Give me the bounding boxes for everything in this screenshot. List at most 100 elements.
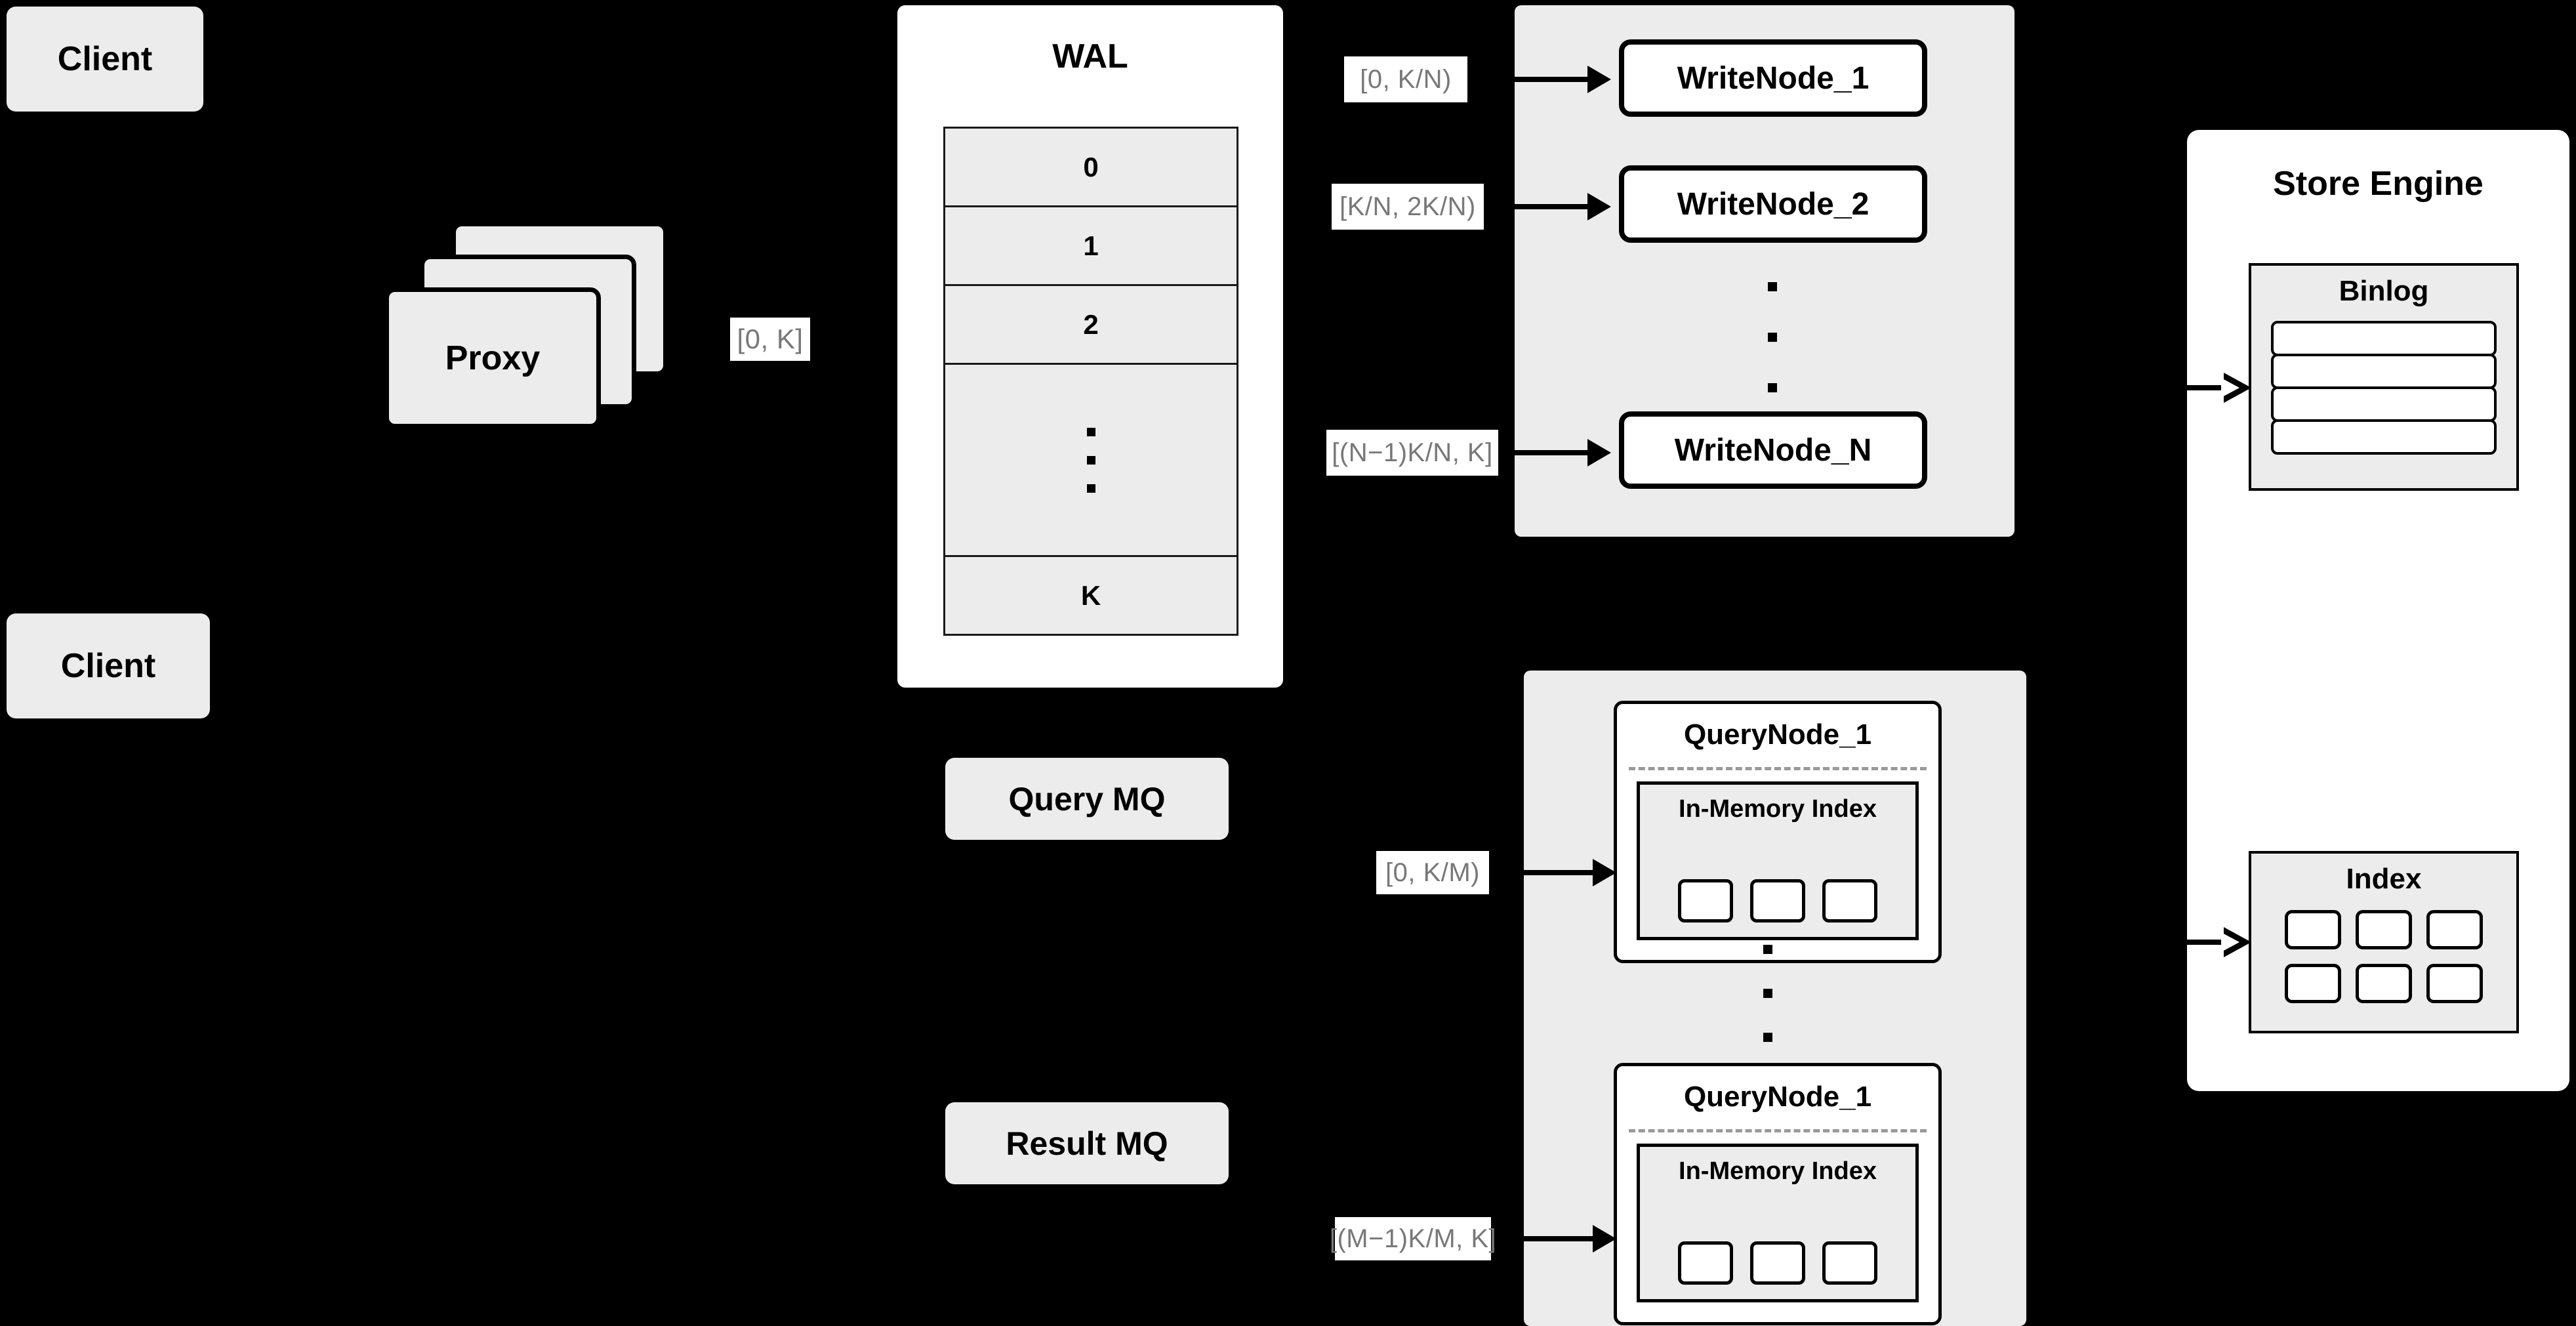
wal-row-label: K	[1080, 579, 1101, 611]
arrow-head-write-node-n	[1587, 439, 1611, 466]
query-node-m[interactable]: QueryNode_1 In-Memory Index	[1614, 1063, 1942, 1325]
binlog-title: Binlog	[2339, 275, 2429, 307]
query-node-m-inmemory-index: In-Memory Index	[1637, 1144, 1919, 1302]
wal-row[interactable]: 1	[945, 207, 1237, 286]
index-cell[interactable]	[2426, 964, 2483, 1003]
query-node-m-range-tag: [(M−1)K/M, K]	[1330, 1217, 1496, 1260]
ellipsis-dot	[1086, 484, 1095, 493]
wal-row-label: 0	[1083, 151, 1099, 182]
arrow-to-binlog	[2187, 385, 2232, 390]
binlog-row[interactable]	[2271, 419, 2497, 455]
write-node-2[interactable]: WriteNode_2	[1619, 165, 1927, 243]
arrow-to-write-node-1	[1515, 77, 1597, 82]
ellipsis-dot	[1768, 383, 1777, 392]
wal-row[interactable]: 2	[945, 286, 1237, 365]
write-node-1-range-label: [0, K/N)	[1360, 64, 1452, 94]
index-cell[interactable]	[2285, 964, 2341, 1003]
index-cell[interactable]	[2426, 910, 2483, 949]
proxy-node-label: Proxy	[445, 339, 541, 377]
arrow-head-query-node-m	[1593, 1225, 1616, 1253]
client-node-2[interactable]: Client	[7, 613, 210, 718]
index-cell[interactable]	[1750, 879, 1805, 922]
write-node-n-label: WriteNode_N	[1674, 432, 1872, 468]
ellipsis-dot	[1763, 945, 1772, 954]
client-node-1-label: Client	[57, 40, 153, 78]
binlog-row[interactable]	[2271, 354, 2497, 389]
query-node-1-index-cells	[1640, 879, 1915, 922]
write-node-2-range-tag: [K/N, 2K/N)	[1332, 184, 1484, 230]
query-node-1-title: QueryNode_1	[1683, 718, 1872, 751]
query-node-1-range-label: [0, K/M)	[1385, 858, 1481, 887]
index-cell[interactable]	[1678, 879, 1733, 922]
index-cell[interactable]	[2356, 910, 2412, 949]
arrow-to-write-node-2	[1515, 204, 1597, 209]
ellipsis-dot	[1763, 989, 1772, 998]
ellipsis-dot	[1086, 427, 1095, 436]
arrow-head-write-node-2	[1587, 193, 1611, 220]
arrow-to-write-node-n	[1515, 450, 1597, 455]
query-node-1-range-tag: [0, K/M)	[1376, 851, 1489, 894]
index-cell[interactable]	[2285, 910, 2341, 949]
query-node-m-index-cells	[1640, 1241, 1915, 1285]
index-cell[interactable]	[1822, 1241, 1877, 1285]
wal-entry-table: 0 1 2 K	[943, 127, 1238, 636]
wal-row-label: 1	[1083, 230, 1099, 261]
write-node-2-range-label: [K/N, 2K/N)	[1339, 192, 1476, 221]
query-node-cluster-ellipsis	[1763, 945, 1772, 1042]
write-node-1[interactable]: WriteNode_1	[1619, 39, 1927, 117]
client-node-1[interactable]: Client	[7, 7, 203, 112]
write-node-n-range-label: [(N−1)K/N, K]	[1332, 438, 1493, 467]
wal-row-ellipsis	[945, 365, 1237, 557]
binlog-row[interactable]	[2271, 386, 2497, 422]
wal-row-label: 2	[1083, 308, 1099, 340]
result-mq-label: Result MQ	[1006, 1125, 1168, 1162]
query-node-m-title: QueryNode_1	[1683, 1081, 1872, 1113]
write-node-1-label: WriteNode_1	[1677, 60, 1870, 96]
query-mq-label: Query MQ	[1008, 780, 1166, 818]
proxy-node[interactable]: Proxy	[384, 287, 601, 428]
wal-row[interactable]: 0	[945, 129, 1237, 207]
proxy-range-tag-label: [0, K]	[737, 323, 804, 354]
wal-row[interactable]: K	[945, 557, 1237, 634]
ellipsis-dot	[1086, 455, 1095, 465]
index-cell[interactable]	[2356, 964, 2412, 1003]
index-cell[interactable]	[1678, 1241, 1733, 1285]
write-node-n-range-tag: [(N−1)K/N, K]	[1326, 430, 1498, 476]
query-node-1-inmemory-index: In-Memory Index	[1637, 781, 1919, 940]
binlog-row[interactable]	[2271, 321, 2497, 356]
query-mq-node[interactable]: Query MQ	[945, 758, 1229, 840]
index-box: Index	[2249, 851, 2519, 1033]
arrow-to-index	[2187, 940, 2232, 945]
write-node-2-label: WriteNode_2	[1677, 186, 1870, 222]
query-node-m-divider	[1629, 1129, 1927, 1132]
arrow-head-write-node-1	[1587, 66, 1611, 93]
result-mq-node[interactable]: Result MQ	[945, 1102, 1229, 1184]
index-cell[interactable]	[1822, 879, 1877, 922]
write-node-cluster-ellipsis	[1768, 282, 1777, 392]
query-node-m-inmemory-index-title: In-Memory Index	[1679, 1157, 1877, 1185]
query-node-1[interactable]: QueryNode_1 In-Memory Index	[1614, 701, 1942, 963]
ellipsis-dot	[1768, 333, 1777, 342]
wal-panel: WAL 0 1 2 K	[897, 5, 1283, 688]
binlog-box: Binlog	[2249, 263, 2519, 491]
write-node-n[interactable]: WriteNode_N	[1619, 411, 1927, 489]
index-title: Index	[2346, 863, 2422, 895]
store-engine-title: Store Engine	[2273, 165, 2484, 203]
index-cell[interactable]	[1750, 1241, 1805, 1285]
arrow-to-query-node-1	[1501, 870, 1603, 875]
arrow-head-query-node-1	[1593, 859, 1616, 886]
write-node-1-range-tag: [0, K/N)	[1344, 56, 1467, 102]
query-node-1-inmemory-index-title: In-Memory Index	[1679, 795, 1877, 823]
arrow-to-query-node-m	[1501, 1236, 1603, 1241]
query-node-m-range-label: [(M−1)K/M, K]	[1329, 1224, 1497, 1253]
query-node-1-divider	[1629, 767, 1927, 770]
arrow-head-index	[2221, 927, 2251, 957]
index-cell-grid	[2251, 910, 2516, 1003]
binlog-rows	[2271, 321, 2497, 461]
wal-title: WAL	[1052, 37, 1128, 75]
ellipsis-dot	[1768, 282, 1777, 291]
arrow-head-binlog	[2221, 373, 2251, 403]
proxy-range-tag: [0, K]	[730, 318, 810, 361]
ellipsis-dot	[1763, 1033, 1772, 1042]
